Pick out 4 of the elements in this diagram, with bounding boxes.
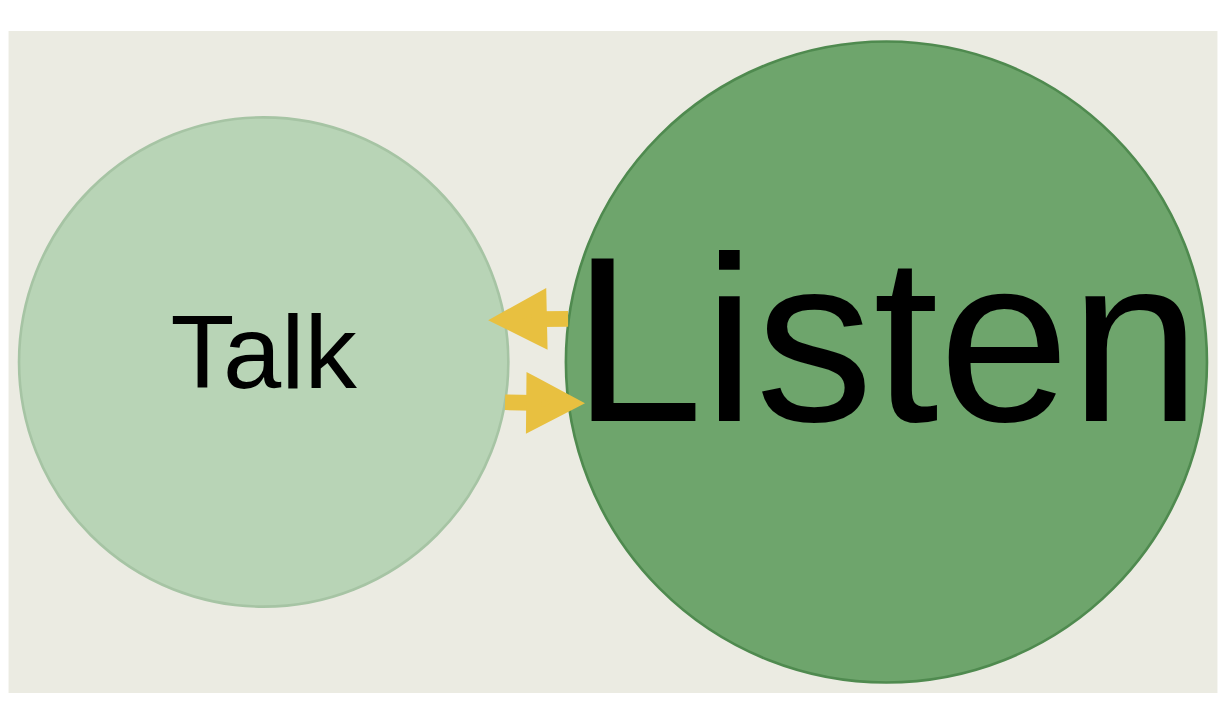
node-circle: Listen [564, 40, 1209, 684]
arrow [504, 371, 585, 434]
arrow [488, 288, 569, 350]
node-circle: Talk [17, 116, 510, 608]
